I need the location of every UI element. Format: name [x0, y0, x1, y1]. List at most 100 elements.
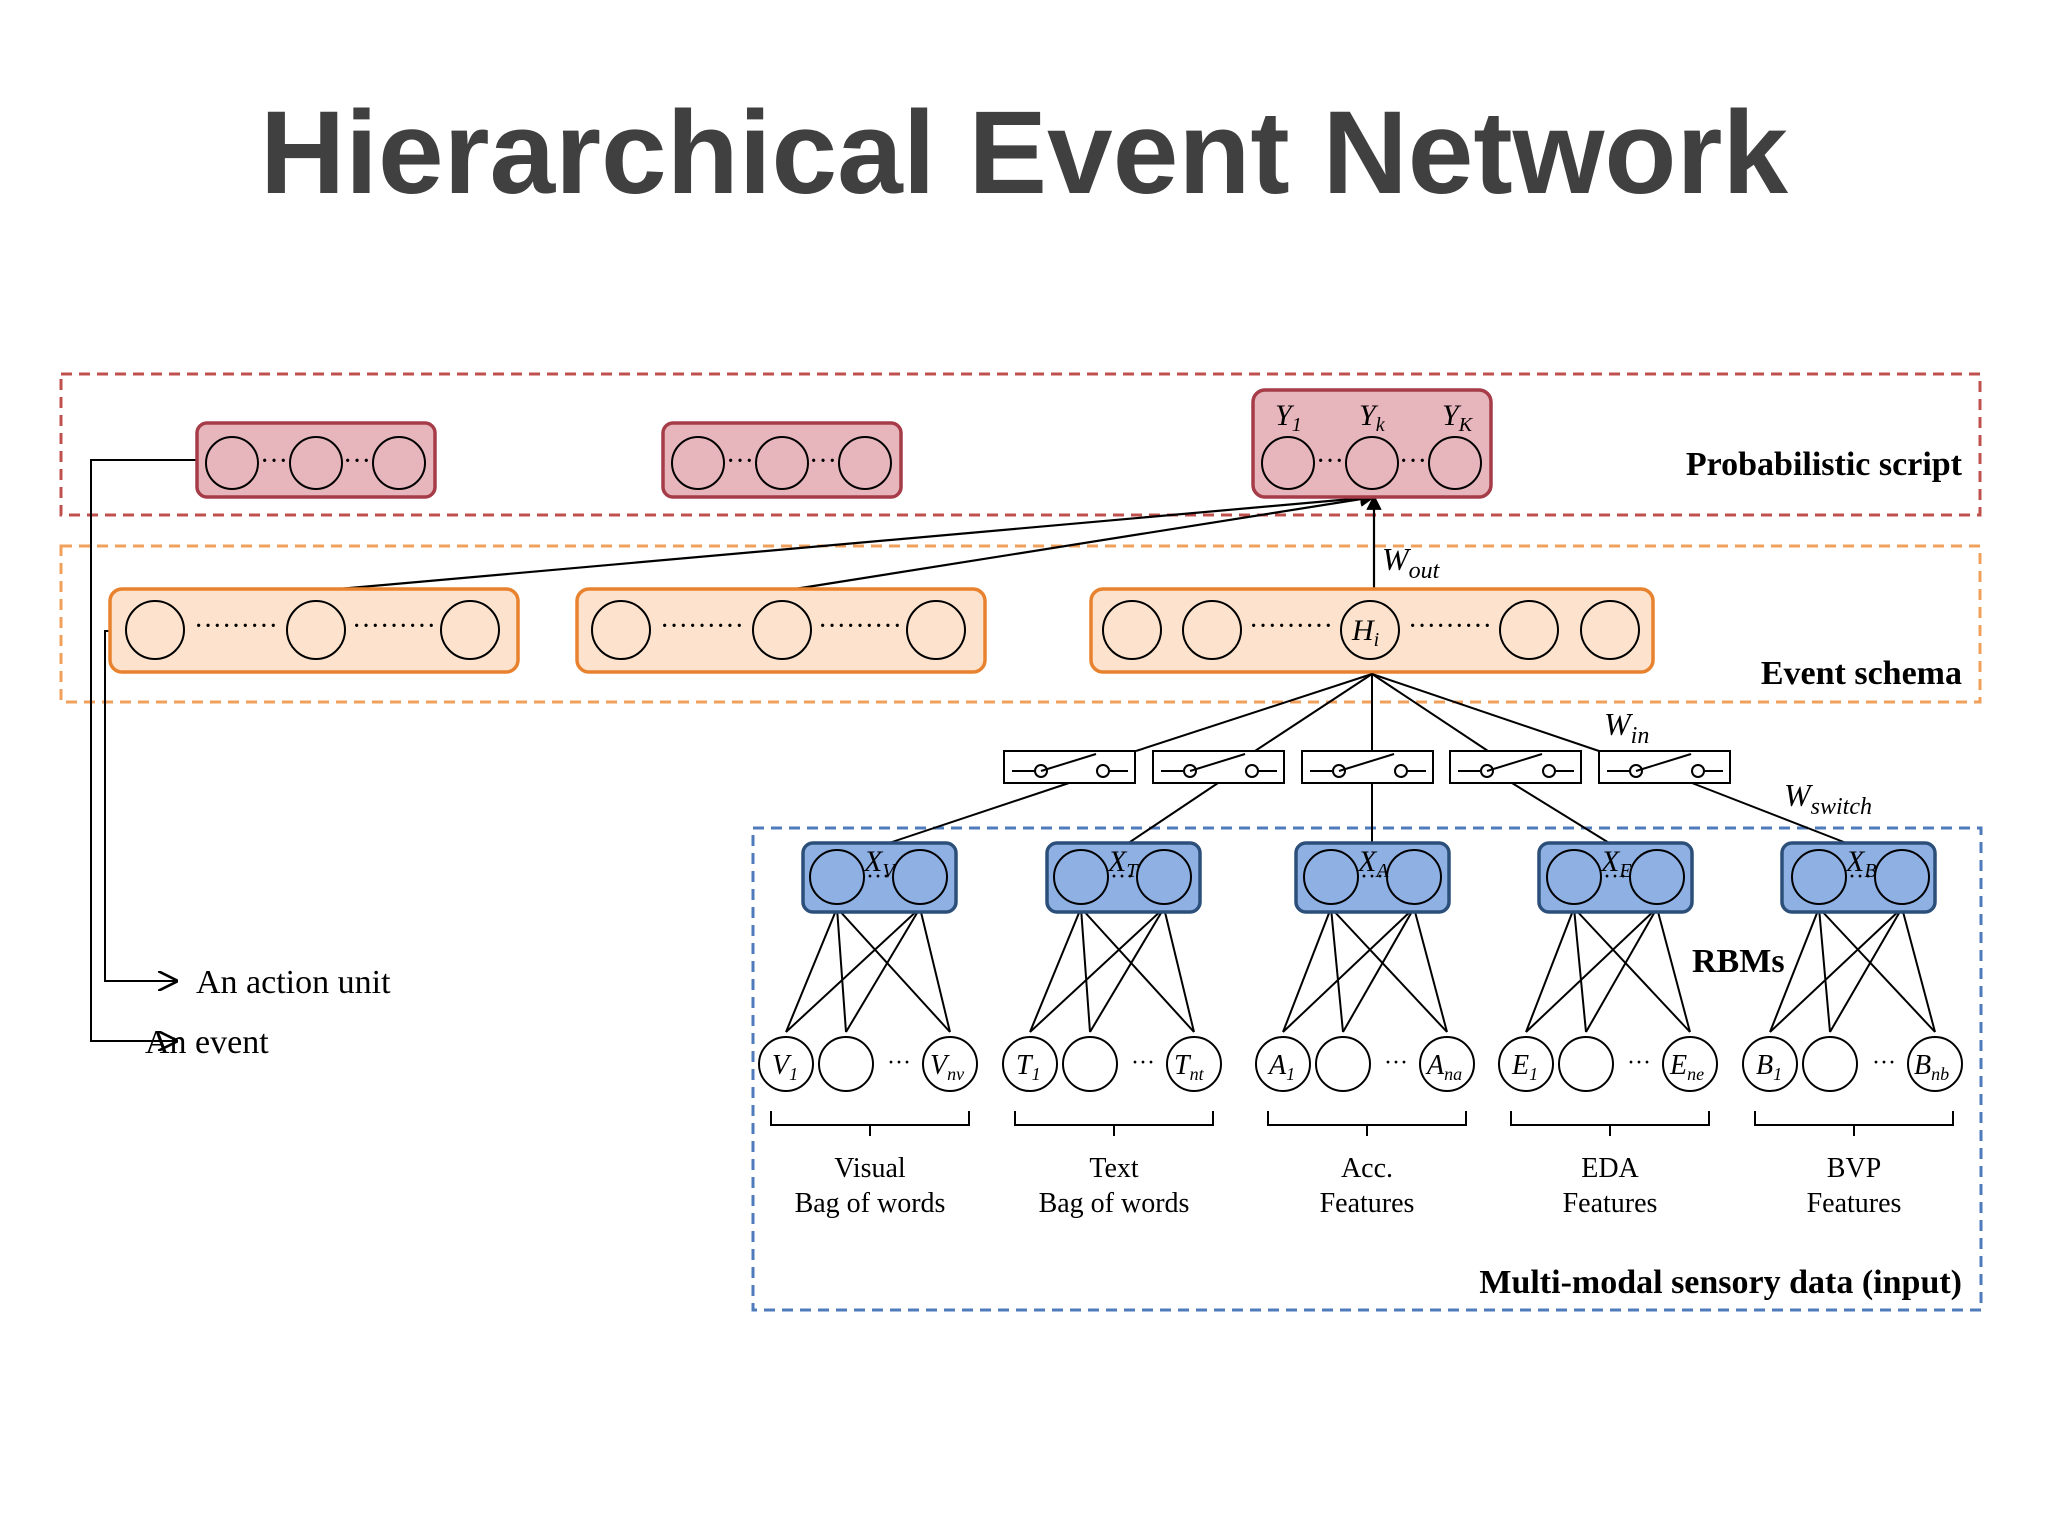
- rbm-edges: [1525, 907, 1691, 1033]
- modality-line2: Features: [1563, 1188, 1658, 1219]
- dots: ·········: [1408, 611, 1492, 642]
- event-schema-label: Event schema: [1761, 655, 1962, 692]
- rbm-node: [809, 849, 865, 905]
- rbm-node: [1303, 849, 1359, 905]
- yK-label: YK: [1442, 399, 1474, 436]
- rbm-box: [1294, 841, 1451, 914]
- bracket: [1014, 1111, 1214, 1136]
- first-input-label: B1: [1756, 1050, 1782, 1084]
- hi-label: Hi: [1351, 614, 1379, 651]
- rbm-node: [1546, 849, 1602, 905]
- dots: ···: [726, 446, 754, 477]
- rbm-edges: [1282, 907, 1448, 1033]
- dots: ···: [1603, 864, 1627, 890]
- rbm-node: [892, 849, 948, 905]
- dots: ···: [1316, 446, 1344, 477]
- bracket: [1267, 1111, 1467, 1136]
- rbm-label: XT: [1107, 845, 1139, 882]
- input-node: [1802, 1036, 1858, 1092]
- script-node: [205, 436, 259, 490]
- script-node: [1261, 436, 1315, 490]
- rbm-label: XE: [1600, 845, 1632, 882]
- rbm-node: [1874, 849, 1930, 905]
- probabilistic-script-region: [59, 372, 1982, 517]
- modality-line1: EDA: [1581, 1153, 1639, 1184]
- script-node: [838, 436, 892, 490]
- schema-node: [440, 600, 500, 660]
- input-node: [758, 1036, 814, 1092]
- legend-action-unit: An action unit: [196, 964, 391, 1001]
- input-node: [1498, 1036, 1554, 1092]
- script-box-1: [195, 421, 437, 499]
- w-in-label: Win: [1604, 706, 1649, 749]
- schema-node: [1182, 600, 1242, 660]
- rbm-label: XV: [863, 845, 897, 882]
- script-nodes: [205, 436, 1482, 490]
- input-node: [922, 1036, 978, 1092]
- switch-t: [1152, 750, 1285, 784]
- switch-v: [1003, 750, 1136, 784]
- y1-label: Y1: [1275, 399, 1302, 436]
- modality-line1: Visual: [834, 1153, 906, 1184]
- bracket: [1510, 1111, 1710, 1136]
- bracket: [1754, 1111, 1954, 1136]
- rbm-node: [1136, 849, 1192, 905]
- event-schema-region: [59, 544, 1982, 704]
- dots: ···: [1131, 1050, 1155, 1076]
- dots: ·········: [818, 611, 902, 642]
- script-node: [1345, 436, 1399, 490]
- switch-a: [1301, 750, 1434, 784]
- rbm-edges: [1769, 907, 1936, 1033]
- modality-text: ··· XT ··· T1 Tnt Text Bag of words: [1002, 841, 1222, 1219]
- switches: [1003, 750, 1731, 784]
- schema-node: [125, 600, 185, 660]
- schema-node: [591, 600, 651, 660]
- input-node: [1419, 1036, 1475, 1092]
- modality-line2: Features: [1320, 1188, 1415, 1219]
- script-node: [1428, 436, 1482, 490]
- dots: ·········: [1249, 611, 1333, 642]
- bracket: [770, 1111, 970, 1136]
- rbm-box: [801, 841, 958, 914]
- last-input-label: Ana: [1425, 1050, 1462, 1084]
- modality-line1: Acc.: [1341, 1153, 1393, 1184]
- dots: ·········: [660, 611, 744, 642]
- schema-to-script-arrow-1: [315, 490, 1376, 593]
- schema-to-script-arrow-2: [781, 491, 1376, 593]
- dots: ···: [1399, 446, 1427, 477]
- schema-node: [1580, 600, 1640, 660]
- dots: ···: [343, 446, 371, 477]
- input-node: [1062, 1036, 1118, 1092]
- input-label: Multi-modal sensory data (input): [1479, 1264, 1962, 1301]
- dots: ···: [1627, 1050, 1651, 1076]
- schema-node-hi: [1340, 600, 1400, 660]
- schema-nodes: [125, 600, 1640, 660]
- script-node: [755, 436, 809, 490]
- modality-line2: Bag of words: [795, 1188, 946, 1219]
- yk-label: Yk: [1359, 399, 1386, 436]
- rbm-label: XB: [1845, 845, 1877, 882]
- dots: ···: [1384, 1050, 1408, 1076]
- switch-e: [1449, 750, 1582, 784]
- schema-box-2: [575, 587, 987, 674]
- input-node: [1166, 1036, 1222, 1092]
- schema-node: [286, 600, 346, 660]
- input-node: [1315, 1036, 1371, 1092]
- rbm-box: [1780, 841, 1937, 914]
- rbms-label: RBMs: [1692, 943, 1785, 980]
- last-input-label: Ene: [1669, 1050, 1704, 1084]
- script-node: [372, 436, 426, 490]
- last-input-label: Bnb: [1914, 1050, 1949, 1084]
- dots: ···: [1848, 864, 1872, 890]
- switch-connections: [879, 673, 1855, 847]
- modality-bvp: ··· XB ··· B1 Bnb BVP Features: [1742, 841, 1963, 1219]
- modality-eda: ··· XE ··· E1 Ene EDA Features: [1498, 841, 1718, 1219]
- schema-node: [1499, 600, 1559, 660]
- rbm-label: XA: [1357, 845, 1389, 882]
- probabilistic-script-label: Probabilistic script: [1686, 446, 1963, 483]
- dots: ···: [1110, 864, 1134, 890]
- modality-acc: ··· XA ··· A1 Ana Acc. Features: [1255, 841, 1475, 1219]
- dots: ·········: [352, 611, 436, 642]
- rbm-node: [1791, 849, 1847, 905]
- modality-line1: Text: [1089, 1153, 1139, 1184]
